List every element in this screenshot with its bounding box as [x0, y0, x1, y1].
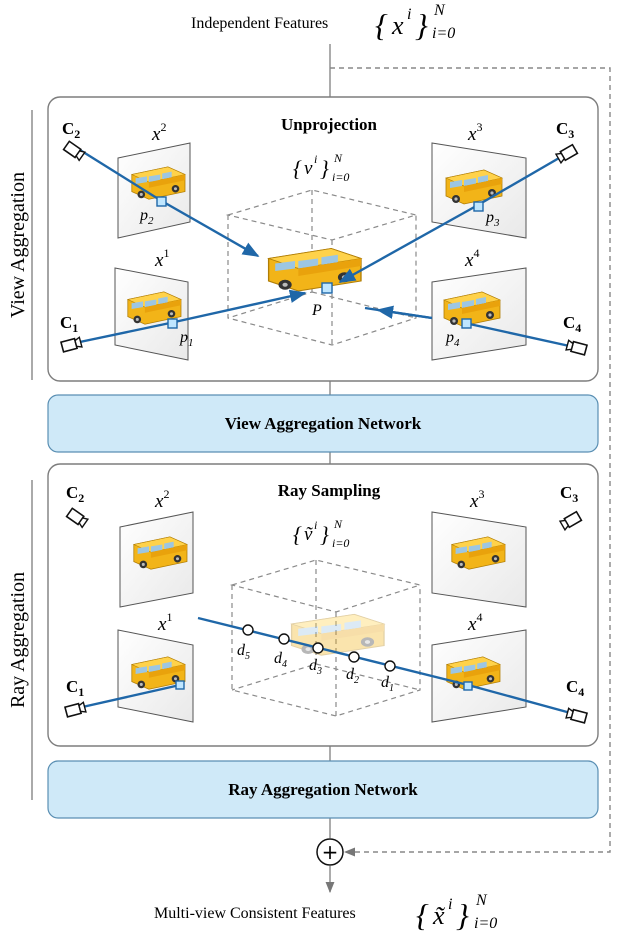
input-features-text: Independent Features: [191, 15, 328, 32]
ray-set-label: { ṽ i } N i=0: [293, 517, 349, 550]
ray-c1-label: C1: [66, 677, 84, 699]
sample-points: [242, 624, 396, 672]
skip-connection: [330, 67, 611, 857]
svg-text:}: }: [320, 156, 329, 181]
input-math-upper: N: [433, 2, 446, 19]
ray-card-x4: [431, 629, 527, 723]
svg-text:}: }: [320, 522, 329, 547]
view-aggregation-network: View Aggregation Network: [47, 394, 599, 453]
p2-marker: [156, 196, 167, 207]
sample-labels: d5 d4 d3 d2 d1: [237, 642, 394, 694]
output-math-base: x̃: [432, 901, 446, 930]
ray-p1-marker: [175, 680, 185, 690]
ray-aggregation-side: Ray Aggregation: [7, 480, 33, 800]
ray-x1-label: x1: [157, 610, 172, 635]
ray-c4-label: C4: [566, 677, 584, 699]
input-math-lower: i=0: [432, 25, 455, 42]
c1-label: C1: [60, 313, 78, 335]
view-aggregation-label: View Aggregation: [7, 172, 29, 318]
p2-label: p2: [139, 207, 154, 227]
unprojection-panel: Unprojection { v i } N i=0: [47, 96, 599, 382]
view-set-sup: i: [314, 152, 317, 166]
ray-p4-marker: [463, 681, 473, 691]
input-math-base: x: [391, 11, 404, 40]
x3-label: x3: [467, 120, 482, 145]
sample-d4: [278, 633, 290, 645]
p1-label: p1: [179, 329, 194, 349]
ray-x2-label: x2: [154, 487, 169, 512]
unprojection-title: Unprojection: [281, 115, 378, 134]
view-card-x2: [117, 142, 191, 239]
p3-label: p3: [485, 209, 500, 229]
view-card-x1: [114, 267, 189, 361]
svg-text:}: }: [456, 897, 469, 932]
p1-marker: [167, 318, 178, 329]
ray-set-base: ṽ: [304, 524, 313, 545]
sample-d1: [384, 660, 396, 672]
point-p-marker: [321, 282, 333, 294]
view-rays: [74, 148, 575, 349]
ray-aggregation-label: Ray Aggregation: [7, 572, 29, 708]
input-math-sup: i: [407, 6, 411, 23]
sample-d3: [312, 642, 324, 654]
output-math-sup: i: [448, 896, 452, 913]
svg-text:d5: d5: [237, 642, 250, 662]
ray-sampling-panel: Ray Sampling { ṽ i } N i=0: [47, 463, 599, 747]
view-network-label: View Aggregation Network: [225, 414, 422, 433]
view-set-base: v: [304, 158, 313, 179]
view-set-upper: N: [333, 151, 343, 165]
ray-c3-label: C3: [560, 483, 578, 505]
view-card-x3: [431, 142, 527, 239]
sum-node: +: [316, 838, 344, 866]
ray-x3-label: x3: [469, 487, 484, 512]
right-brace: }: [415, 7, 428, 43]
svg-text:d2: d2: [346, 666, 359, 686]
ray-c2-label: C2: [66, 483, 84, 505]
svg-text:d1: d1: [381, 674, 394, 694]
x4-label: x4: [464, 246, 479, 271]
view-aggregation-side: View Aggregation: [7, 110, 33, 380]
output-math-upper: N: [475, 892, 488, 909]
c2-label: C2: [62, 119, 80, 141]
x1-label: x1: [154, 246, 169, 271]
left-brace: {: [375, 7, 388, 43]
output-features-label: Multi-view Consistent Features { x̃ i } …: [154, 892, 497, 932]
p4-label: p4: [445, 329, 460, 349]
ray-sampling-title: Ray Sampling: [278, 481, 381, 500]
p3-marker: [473, 201, 484, 212]
p4-marker: [461, 318, 472, 329]
c4-label: C4: [563, 313, 581, 335]
svg-text:d3: d3: [309, 657, 322, 677]
ray-x4-label: x4: [467, 610, 482, 635]
input-features-label: Independent Features { x i } N i=0: [191, 2, 455, 43]
sample-d5: [242, 624, 254, 636]
ray-volume-cube: [229, 559, 423, 717]
output-math-lower: i=0: [474, 915, 497, 932]
x2-label: x2: [151, 120, 166, 145]
svg-text:{: {: [293, 156, 302, 181]
view-volume-cube: [225, 189, 419, 346]
ray-network-label: Ray Aggregation Network: [228, 780, 418, 799]
svg-text:d4: d4: [274, 650, 287, 670]
c3-label: C3: [556, 119, 574, 141]
point-p-label: P: [311, 302, 322, 319]
view-card-x4: [431, 267, 527, 361]
sample-d2: [348, 651, 360, 663]
ray-aggregation-network: Ray Aggregation Network: [47, 760, 599, 819]
ray-set-lower: i=0: [332, 536, 349, 550]
ray-card-x2: [119, 511, 194, 608]
view-set-label: { v i } N i=0: [293, 151, 349, 184]
ray-card-x3: [431, 511, 527, 608]
svg-text:{: {: [416, 897, 429, 932]
output-features-text: Multi-view Consistent Features: [154, 905, 356, 922]
ray-set-upper: N: [333, 517, 343, 531]
ray-set-sup: i: [314, 518, 317, 532]
ray-card-x1: [117, 629, 194, 723]
svg-text:{: {: [293, 522, 302, 547]
projection-markers: [156, 196, 484, 329]
view-set-lower: i=0: [332, 170, 349, 184]
plus-symbol: +: [322, 840, 339, 864]
